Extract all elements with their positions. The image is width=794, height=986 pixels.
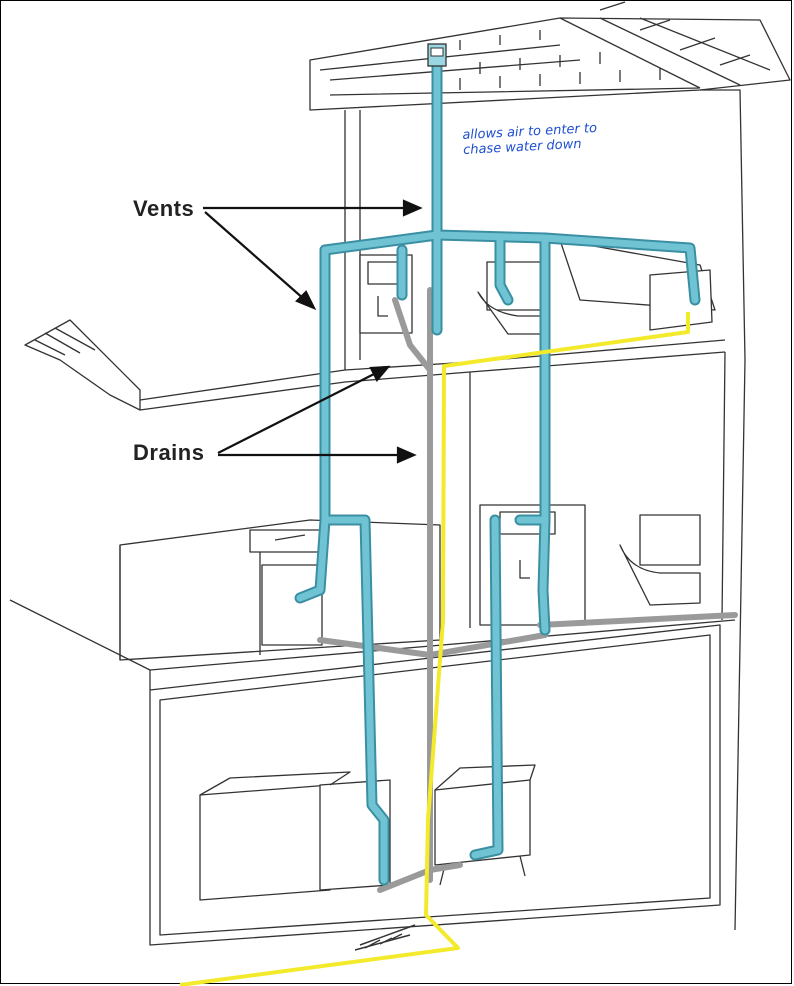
label-arrows: [203, 199, 423, 464]
roof: [309, 1, 791, 111]
toilet-icon: [619, 514, 701, 606]
vents-label: Vents: [133, 196, 195, 221]
washer-icon: [199, 771, 391, 901]
roof-vent-cap-icon: [427, 43, 447, 67]
vent-pipes: [294, 49, 701, 886]
drains-label: Drains: [133, 440, 205, 465]
sink-icon: [249, 529, 323, 646]
drain-path-highlight: [179, 312, 690, 986]
